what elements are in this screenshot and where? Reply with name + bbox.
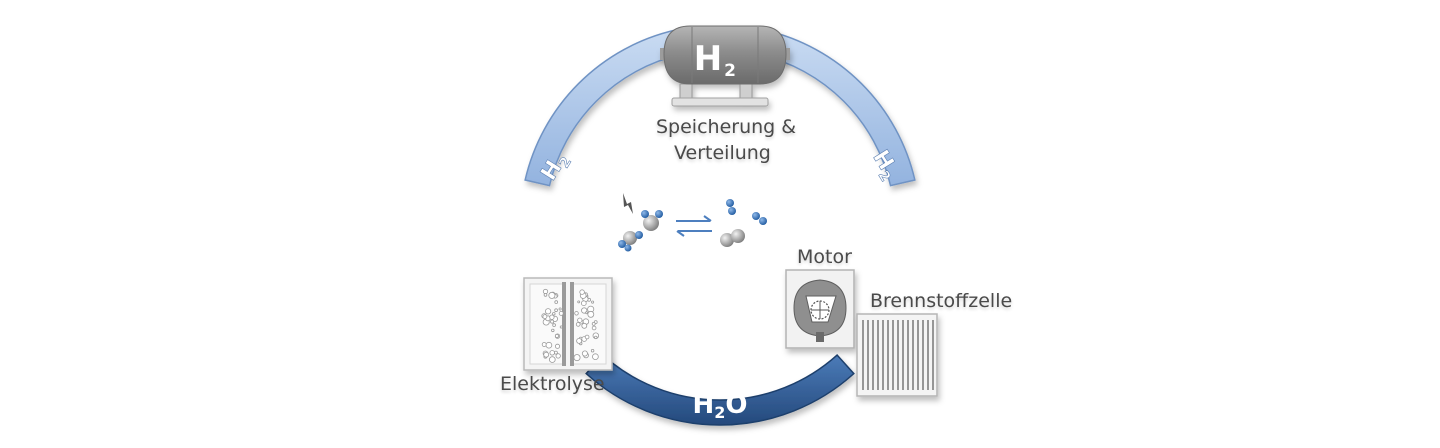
electrolysis-label: Elektrolyse bbox=[500, 373, 605, 395]
fuel-cell-stack-icon bbox=[856, 313, 938, 397]
tank-subscript: 2 bbox=[724, 61, 736, 81]
equilibrium-arrows-icon bbox=[676, 215, 712, 237]
lightning-icon bbox=[623, 193, 633, 214]
rotary-engine-icon bbox=[785, 269, 855, 349]
hydrogen-tank-icon: H 2 bbox=[660, 25, 790, 107]
oxygen-molecule-icon bbox=[720, 229, 745, 247]
arc-bottom-label: H2O bbox=[692, 390, 747, 422]
water-molecule-icon bbox=[618, 210, 663, 252]
electrolyzer-icon bbox=[523, 277, 613, 371]
fuel-cell-label: Brennstoffzelle bbox=[870, 290, 1013, 312]
storage-label-line1: Speicherung & bbox=[656, 116, 797, 138]
tank-h-symbol: H bbox=[694, 39, 722, 79]
storage-label-line2: Verteilung bbox=[674, 142, 771, 164]
motor-label: Motor bbox=[797, 246, 852, 268]
hydrogen-molecule-icon bbox=[726, 199, 767, 225]
